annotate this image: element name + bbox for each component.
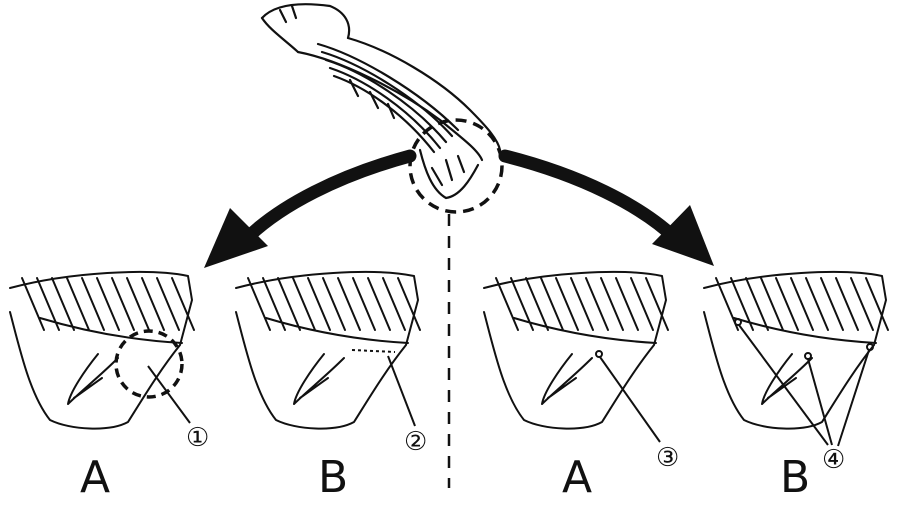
panel-4-dot-c (866, 343, 874, 351)
blade-outline (483, 271, 669, 430)
panel-1-leader (147, 365, 191, 424)
panel-2-dotted-edge (351, 349, 396, 353)
panel-4-leader-c (837, 349, 870, 447)
cartridge-illustration (260, 3, 502, 200)
blade-outline (703, 271, 889, 430)
panel-2-leader (387, 355, 416, 427)
focus-dashed-circle (408, 118, 504, 214)
callout-marker-1: ① (186, 423, 209, 453)
callout-marker-4: ④ (822, 445, 845, 475)
panel-3-dot (595, 350, 603, 358)
detail-panel-1 (9, 271, 195, 430)
panel-4-dot-a (734, 318, 742, 326)
callout-marker-2: ② (404, 427, 427, 457)
panel-4-leader-a (738, 324, 829, 446)
blade-outline (235, 271, 421, 430)
left-arrow (204, 149, 417, 268)
right-arrow (498, 149, 714, 266)
detail-panel-2 (235, 271, 421, 430)
panel-2-letter: B (318, 452, 348, 503)
panel-4-leader-b (807, 358, 833, 446)
panel-4-letter: B (780, 452, 810, 503)
panel-3-letter: A (562, 452, 592, 503)
detail-panel-4 (703, 271, 889, 430)
panel-1-dashed-circle (114, 329, 184, 399)
detail-panel-3 (483, 271, 669, 430)
panel-4-dot-b (804, 352, 812, 360)
blade-outline (9, 271, 195, 430)
panel-3-leader (599, 356, 661, 443)
callout-marker-3: ③ (656, 443, 679, 473)
panel-1-letter: A (80, 452, 110, 503)
